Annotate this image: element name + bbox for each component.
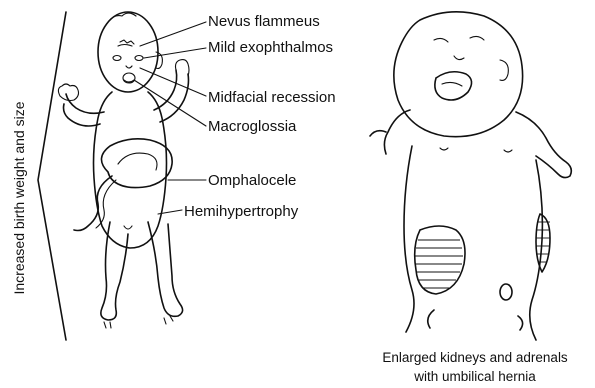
left-infant-head xyxy=(98,12,158,92)
leader-lines xyxy=(134,22,206,214)
right-infant-mouth xyxy=(435,72,472,100)
side-label-increased-birth-weight: Increased birth weight and size xyxy=(11,101,27,294)
label-macroglossia: Macroglossia xyxy=(208,118,297,135)
right-infant-eye-left xyxy=(434,38,448,42)
umbilical-hernia xyxy=(500,284,512,300)
nevus-flammeus-mark xyxy=(118,40,134,46)
right-infant-figure xyxy=(370,12,571,340)
leader-exophthalmos xyxy=(144,48,206,58)
left-infant-hand-left xyxy=(58,84,78,101)
caption-line-1: Enlarged kidneys and adrenals xyxy=(382,350,568,365)
right-infant-arm-right xyxy=(516,112,571,178)
right-infant-torso xyxy=(404,146,542,340)
right-infant-head xyxy=(394,12,523,137)
left-infant-eye-right xyxy=(135,56,143,61)
omphalocele-sac xyxy=(101,139,172,188)
umbilical-cord xyxy=(74,176,112,231)
right-infant-eye-right xyxy=(470,36,484,40)
enlarged-kidney-left xyxy=(415,226,465,294)
left-infant-hand-right xyxy=(176,60,190,77)
caption-line-2: with umbilical hernia xyxy=(413,369,536,384)
left-infant-arm-left xyxy=(66,94,104,113)
enlarged-kidney-left-hatching xyxy=(415,240,463,288)
left-infant-leg-left xyxy=(101,222,128,320)
leader-macroglossia xyxy=(134,80,206,126)
right-infant-arm-left xyxy=(384,110,410,154)
left-infant-eye-left xyxy=(113,56,121,61)
label-midfacial-recession: Midfacial recession xyxy=(208,89,336,106)
size-bracket xyxy=(38,12,66,340)
left-infant-figure xyxy=(58,12,189,328)
label-nevus-flammeus: Nevus flammeus xyxy=(208,13,320,30)
label-omphalocele: Omphalocele xyxy=(208,172,296,189)
label-mild-exophthalmos: Mild exophthalmos xyxy=(208,39,333,56)
label-hemihypertrophy: Hemihypertrophy xyxy=(184,203,299,220)
